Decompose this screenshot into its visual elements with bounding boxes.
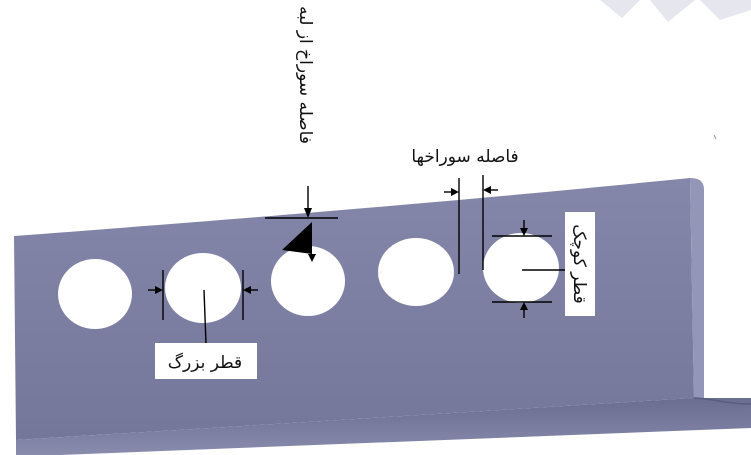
small-diameter-dimension: قطر کوچک (492, 212, 595, 318)
edge-distance-label: فاصله سوراخ از لبه (295, 6, 315, 144)
angle-fillet (690, 178, 704, 398)
holes (58, 233, 559, 329)
edge-marker-triangle (282, 222, 312, 254)
large-diameter-label: قطر بزرگ (168, 352, 242, 373)
angle-bottom-edge (693, 397, 751, 405)
steel-angle (14, 178, 751, 455)
stray-mark (713, 134, 717, 140)
small-diameter-label: قطر کوچک (569, 224, 589, 303)
angle-horizontal-leg (16, 398, 751, 455)
hole-spacing-dimension: فاصله سوراخها (411, 147, 519, 274)
edge-distance-dimension: فاصله سوراخ از لبه (265, 6, 338, 262)
hole-spacing-label: فاصله سوراخها (411, 147, 518, 167)
watermark-shapes (600, 0, 751, 22)
hole-4 (378, 238, 454, 306)
hole-2 (165, 253, 241, 323)
hole-1 (58, 259, 132, 329)
hole-3 (271, 246, 345, 316)
large-diameter-dimension: قطر بزرگ (148, 270, 258, 379)
hole-5 (483, 233, 559, 303)
